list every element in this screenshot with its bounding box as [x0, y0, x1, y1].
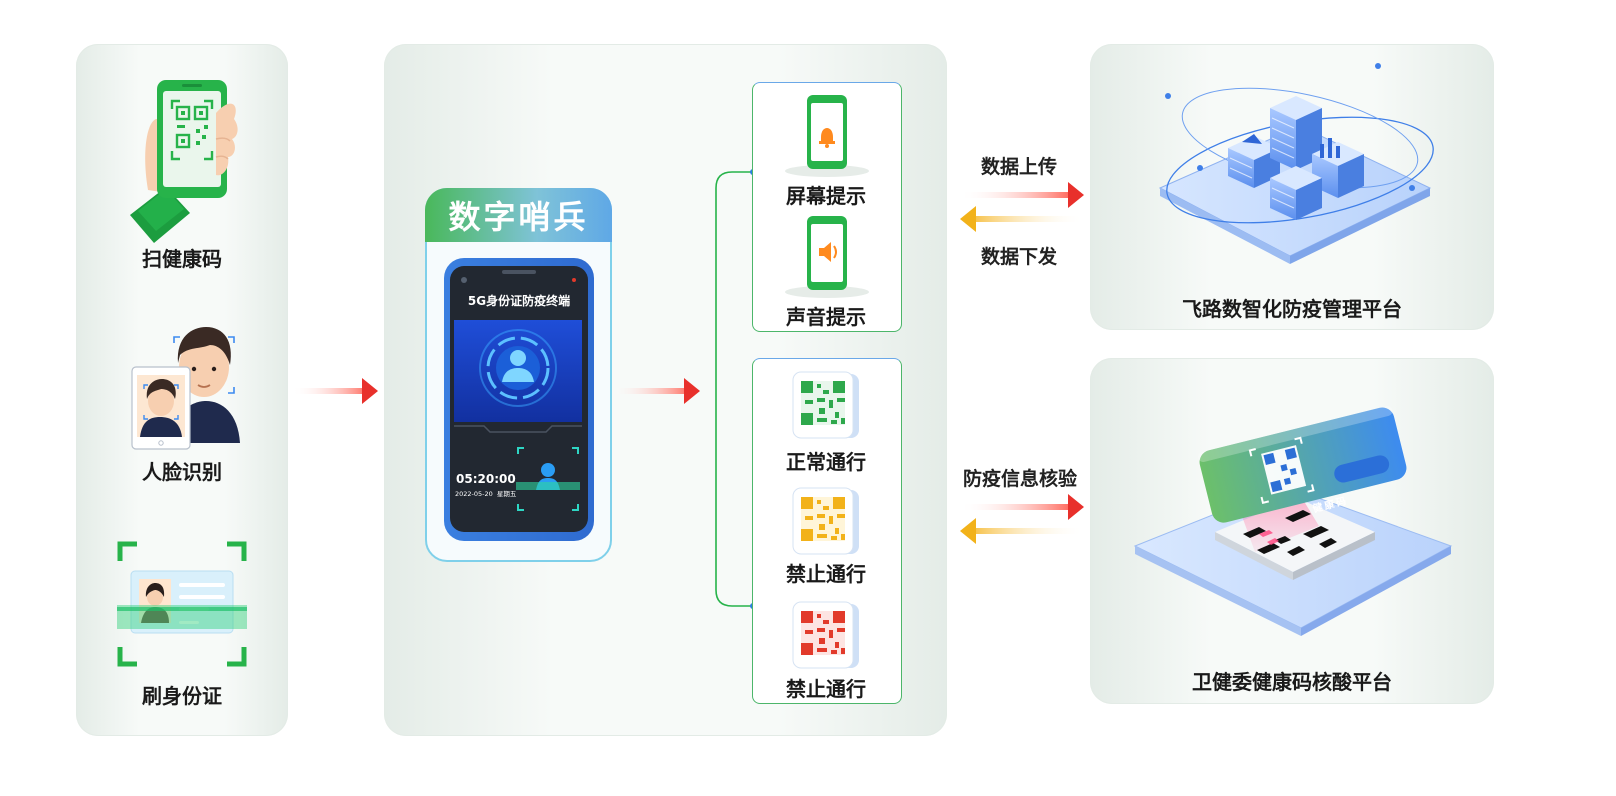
output-bracket [715, 169, 756, 609]
upload-arrow [960, 182, 1084, 208]
result-forbid-yellow-label: 禁止通行 [786, 562, 866, 586]
screen-prompt-icon [785, 95, 869, 177]
green-code-icon [792, 371, 859, 439]
yellow-code-icon [792, 487, 859, 555]
sound-prompt-label: 声音提示 [786, 305, 866, 329]
result-forbid-red-label: 禁止通行 [786, 677, 866, 701]
management-platform-label: 飞路数智化防疫管理平台 [1182, 297, 1402, 321]
sound-prompt-icon [785, 216, 869, 298]
download-arrow [960, 206, 1084, 232]
terminal-badge-title: 数字哨兵 [448, 198, 589, 236]
face-recognition-label: 人脸识别 [142, 460, 222, 484]
flow-arrow-terminal-to-result [612, 378, 700, 404]
scan-health-code-label: 扫健康码 [142, 247, 222, 271]
result-normal-label: 正常通行 [786, 450, 866, 474]
terminal-time: 05:20:00 [456, 472, 516, 486]
terminal-device-title: 5G身份证防疫终端 [467, 294, 571, 308]
face-recognition-icon [131, 327, 240, 450]
screen-prompt-label: 屏幕提示 [786, 184, 866, 208]
terminal-date: 2022-05-20 星期五 [455, 488, 516, 498]
flow-arrow-input-to-terminal [292, 378, 378, 404]
id-card-scan-icon [117, 541, 247, 667]
verify-label: 防疫信息核验 [962, 468, 1077, 490]
red-code-icon [792, 601, 859, 669]
data-download-label: 数据下发 [980, 246, 1057, 268]
verify-down-arrow [960, 518, 1084, 544]
data-upload-label: 数据上传 [980, 156, 1057, 178]
id-card-label: 刷身份证 [142, 684, 222, 708]
health-code-platform-illustration [1133, 406, 1453, 636]
terminal-weekday: 星期五 [496, 490, 517, 498]
scan-health-code-icon [130, 80, 238, 243]
terminal-badge [425, 188, 612, 242]
terminal-date-value: 2022-05-20 [455, 490, 493, 498]
terminal-device [444, 258, 594, 541]
health-code-platform-label: 卫健委健康码核酸平台 [1192, 670, 1392, 694]
management-platform-illustration [1158, 63, 1434, 264]
verify-up-arrow [960, 494, 1084, 520]
